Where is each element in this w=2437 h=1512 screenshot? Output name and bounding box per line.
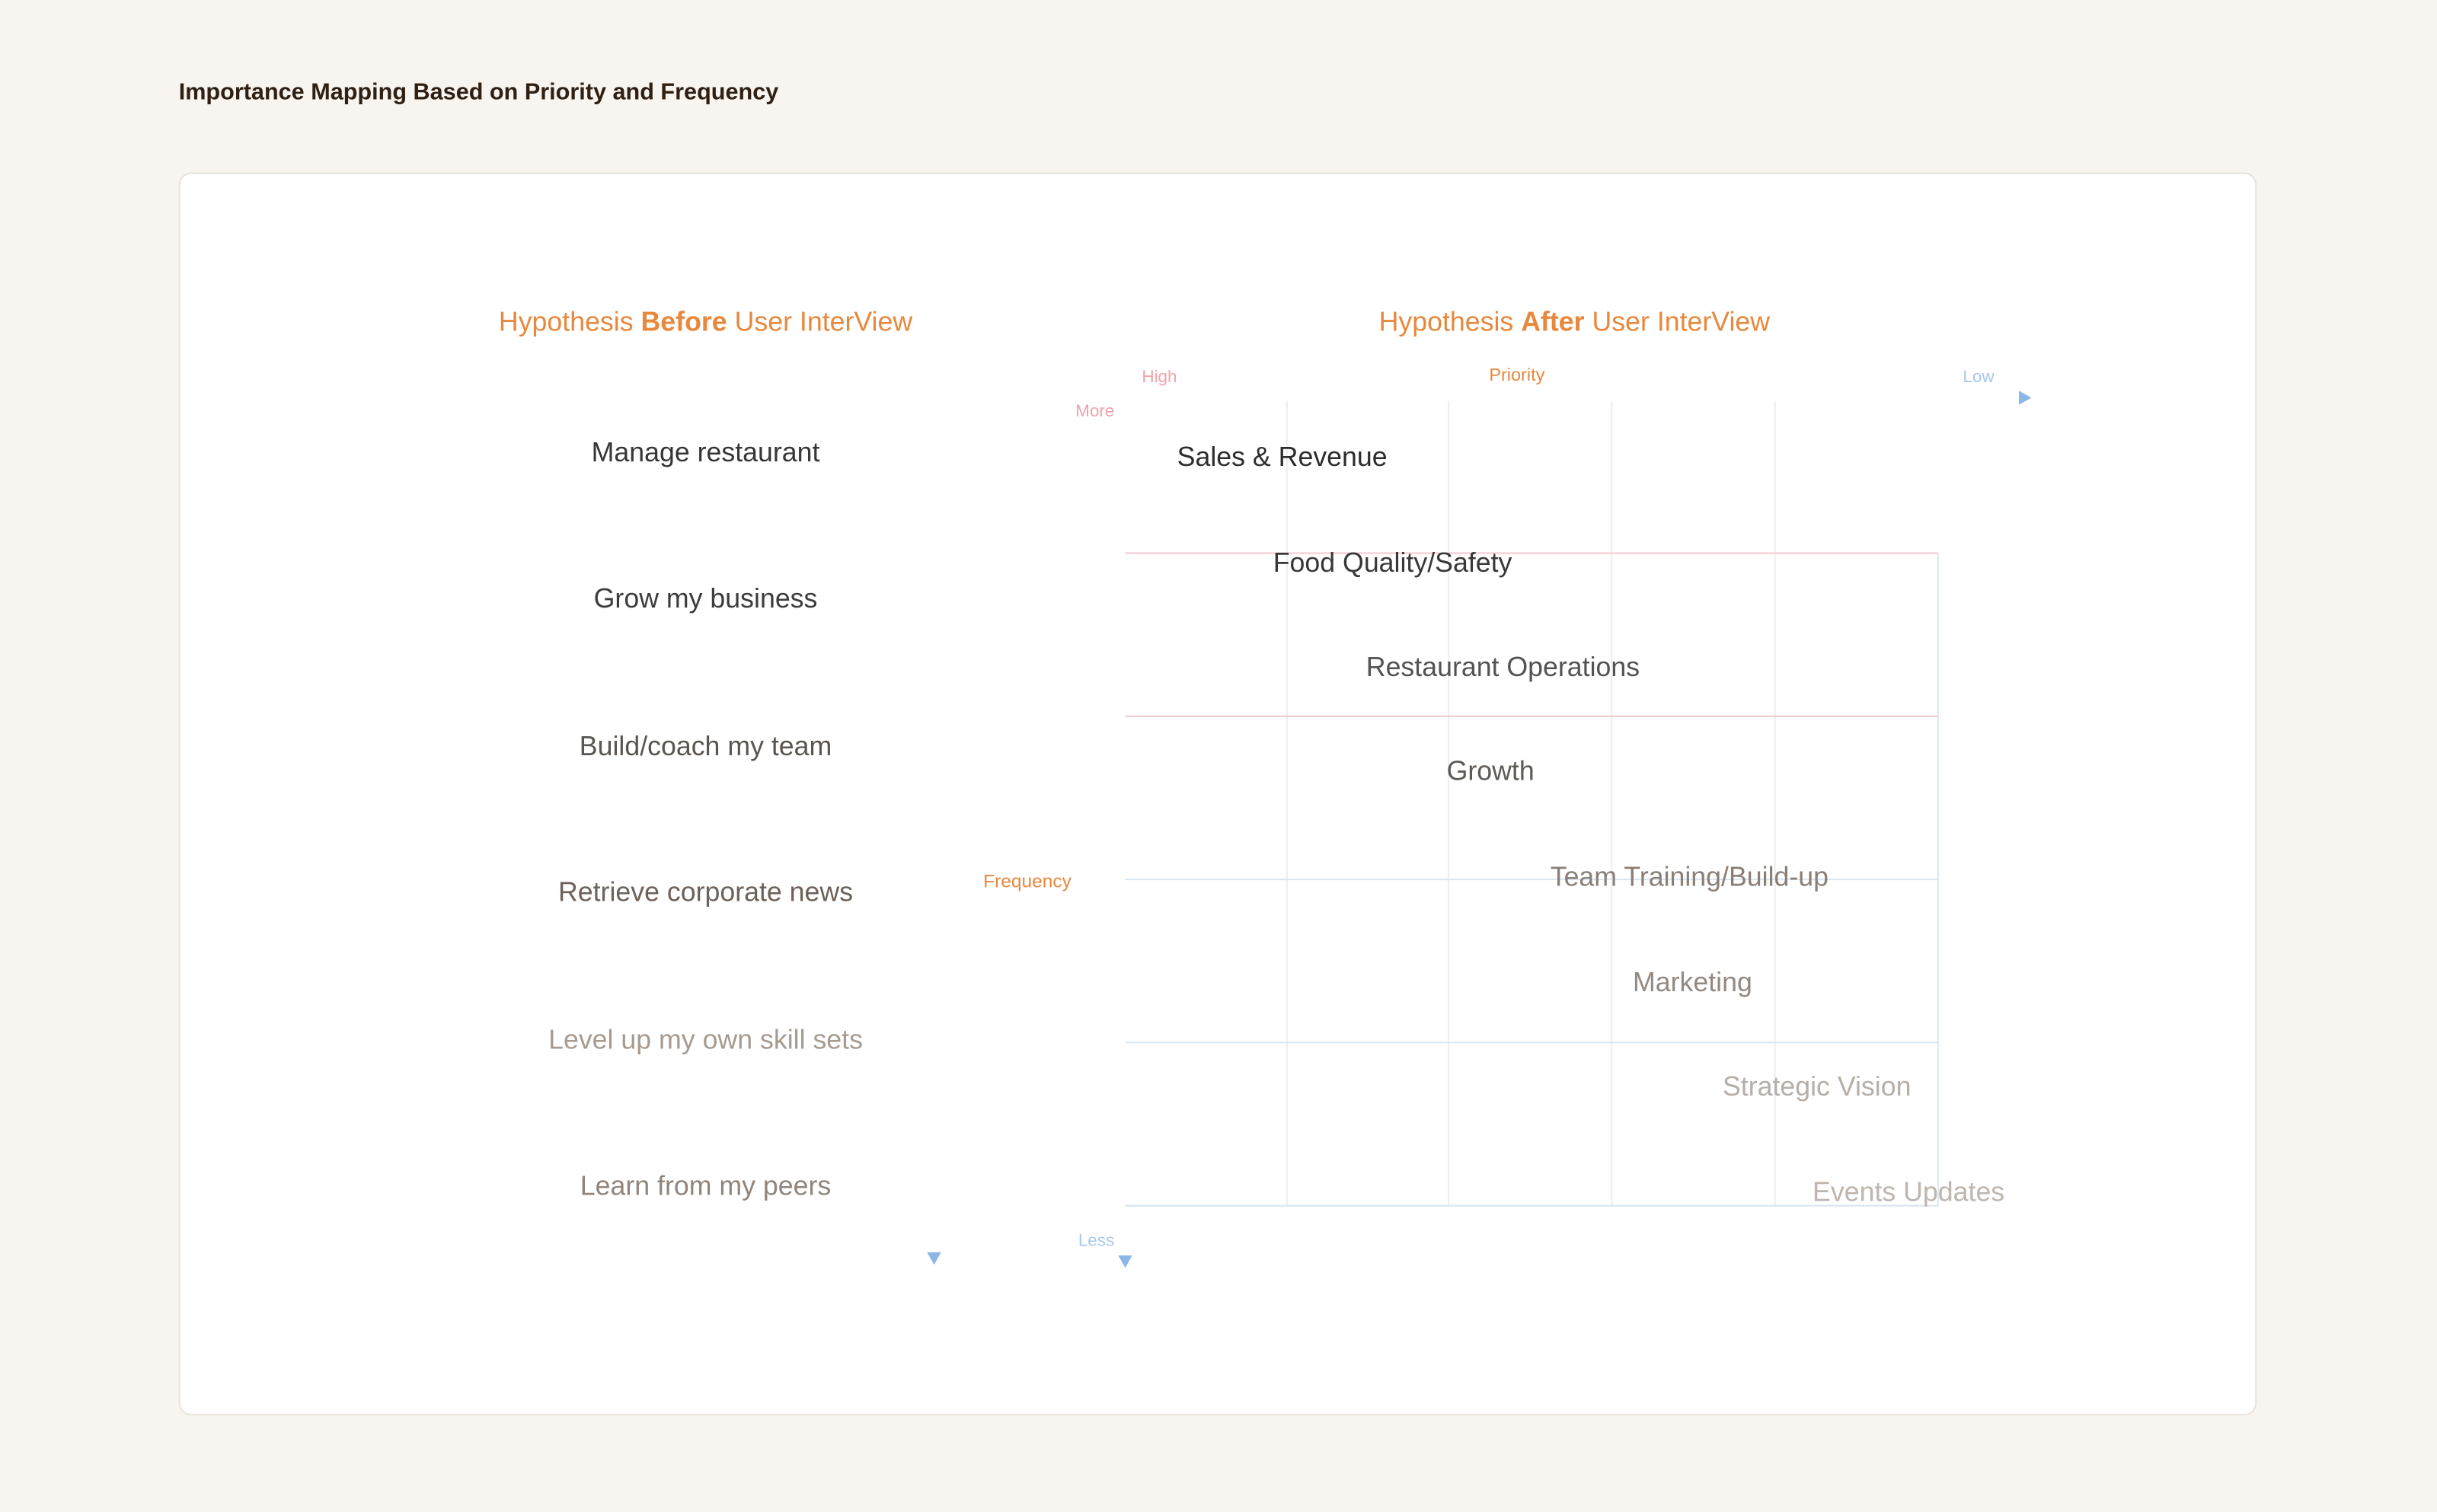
after-heading-emphasis: After — [1521, 306, 1585, 337]
after-heading: Hypothesis After User InterView — [1248, 306, 1901, 339]
mapping-card: Hypothesis Before User InterView Hypothe… — [178, 172, 2257, 1416]
after-item: Marketing — [1633, 966, 1752, 998]
after-item: Growth — [1446, 754, 1535, 786]
after-heading-suffix: User InterView — [1584, 306, 1771, 337]
before-item: Learn from my peers — [580, 1169, 832, 1201]
after-item: Food Quality/Safety — [1273, 547, 1512, 579]
high-label: High — [1142, 368, 1177, 388]
after-item: Events Updates — [1813, 1175, 2005, 1207]
less-label: Less — [1078, 1232, 1115, 1251]
before-heading-emphasis: Before — [640, 306, 727, 337]
priority-axis-label: Priority — [1489, 366, 1545, 386]
arrow-down-icon — [927, 1252, 941, 1265]
after-heading-prefix: Hypothesis — [1378, 306, 1522, 337]
before-heading: Hypothesis Before User InterView — [379, 306, 1032, 339]
arrow-down-icon — [1118, 1255, 1132, 1268]
before-heading-prefix: Hypothesis — [498, 306, 641, 337]
before-heading-suffix: User InterView — [727, 306, 913, 337]
after-item: Restaurant Operations — [1365, 651, 1640, 682]
before-item: Level up my own skill sets — [548, 1023, 863, 1055]
frequency-axis-label: Frequency — [983, 869, 1072, 892]
after-item: Strategic Vision — [1722, 1070, 1912, 1102]
before-item: Grow my business — [593, 582, 818, 614]
after-item: Team Training/Build-up — [1550, 860, 1829, 892]
low-label: Low — [1963, 368, 1995, 388]
before-item: Retrieve corporate news — [557, 876, 854, 908]
arrow-right-icon — [2019, 391, 2032, 405]
before-item: Build/coach my team — [579, 730, 832, 761]
page-title: Importance Mapping Based on Priority and… — [178, 79, 779, 106]
axes-and-grid-graphic — [378, 391, 2032, 1268]
after-item: Sales & Revenue — [1177, 441, 1388, 473]
more-label: More — [1075, 402, 1115, 422]
before-item: Manage restaurant — [591, 436, 820, 468]
